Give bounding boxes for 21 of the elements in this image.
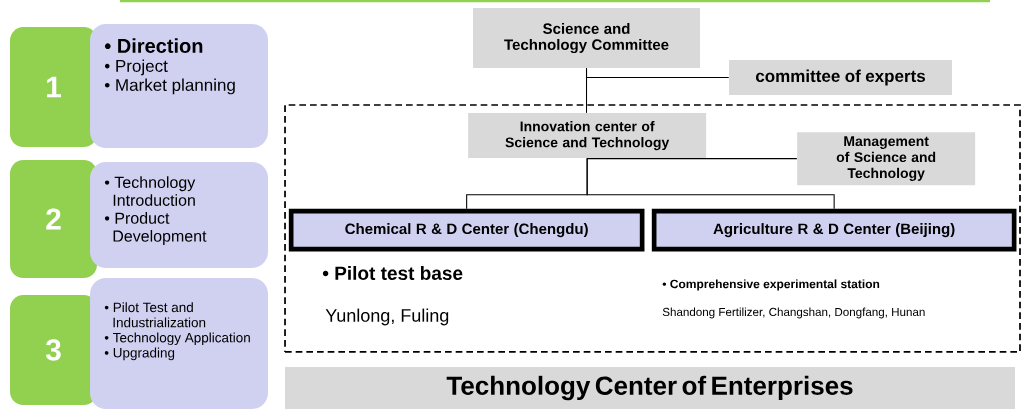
site-list: • Pilot test base (322, 266, 463, 280)
number-box: 2 (10, 160, 97, 278)
list-box: • Pilot Test and Industrialization • Technology Application • Upgrading (90, 278, 268, 409)
number-box: 1 (10, 27, 97, 147)
site-names: Shandong Fertilizer, Changshan, Dongfang, Hunan (662, 307, 925, 319)
rd-center-box: Agriculture R & D Center (Beijing) (651, 208, 1017, 252)
connector-line (585, 67, 730, 78)
number-box: 3 (10, 295, 97, 405)
connector-line (586, 157, 798, 160)
management-box: Management of Science and Technology (797, 132, 976, 186)
rd-center-box: Chemical R & D Center (Chengdu) (288, 208, 645, 252)
list-box: • Direction • Project • Market planning (90, 24, 268, 148)
center-box: Innovation center of Science and Technology (468, 113, 707, 159)
list-box: • Technology Introduction • Product Development (90, 162, 268, 268)
committee-box: Science and Technology Committee (473, 8, 700, 68)
committee-box: committee of experts (729, 60, 952, 95)
site-list: • Comprehensive experimental station (662, 279, 880, 291)
site-names: Yunlong, Fuling (325, 308, 449, 326)
center-banner: Technology Center of Enterprises (285, 367, 1015, 409)
dashed-boundary (284, 104, 1021, 353)
connector-line (586, 157, 835, 210)
